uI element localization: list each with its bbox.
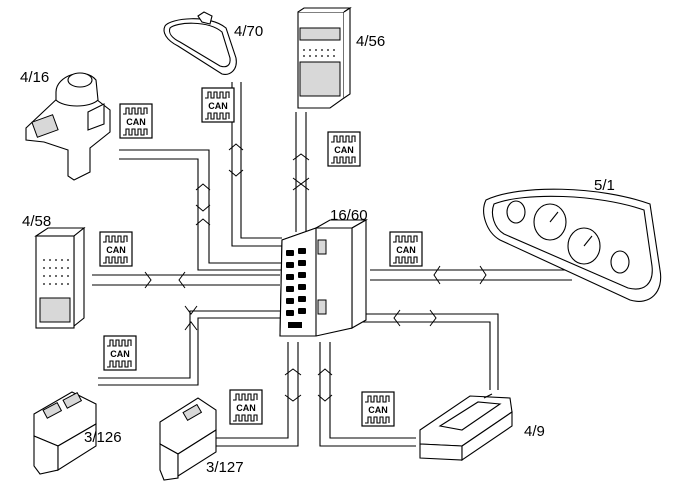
label-4-70: 4/70 bbox=[234, 23, 263, 40]
svg-text:CAN: CAN bbox=[208, 101, 228, 111]
svg-text:CAN: CAN bbox=[368, 405, 388, 415]
can-badge-3-127: CAN bbox=[229, 389, 263, 425]
component-labels: 4/16 4/70 4/56 5/1 16/60 4/58 3/126 3/12… bbox=[20, 23, 615, 476]
can-bus-wires bbox=[92, 82, 572, 447]
label-16-60: 16/60 bbox=[330, 207, 368, 224]
can-badge-4-58: CAN bbox=[99, 231, 133, 267]
control-module-4-58 bbox=[34, 226, 86, 329]
central-module-16-60 bbox=[279, 219, 369, 337]
label-4-56: 4/56 bbox=[356, 33, 385, 50]
rear-view-mirror-4-70 bbox=[163, 11, 237, 75]
label-4-58: 4/58 bbox=[22, 213, 51, 230]
can-badge-4-16: CAN bbox=[119, 103, 153, 139]
can-badge-3-126: CAN bbox=[103, 335, 137, 371]
svg-text:CAN: CAN bbox=[126, 117, 146, 127]
can-badge-4-56: CAN bbox=[327, 131, 361, 167]
bus-direction-arrows bbox=[144, 143, 487, 402]
svg-text:CAN: CAN bbox=[106, 245, 126, 255]
keypad-buttons bbox=[286, 248, 306, 316]
label-4-16: 4/16 bbox=[20, 69, 49, 86]
label-5-1: 5/1 bbox=[594, 177, 615, 194]
window-switch-3-127 bbox=[159, 397, 217, 481]
label-3-126: 3/126 bbox=[84, 429, 122, 446]
svg-text:CAN: CAN bbox=[396, 245, 416, 255]
label-3-127: 3/127 bbox=[206, 459, 244, 476]
instrument-cluster-5-1 bbox=[483, 188, 662, 302]
window-switch-3-126 bbox=[33, 391, 97, 475]
svg-text:CAN: CAN bbox=[110, 349, 130, 359]
can-badge-4-9: CAN bbox=[361, 391, 395, 427]
can-badge-5-1: CAN bbox=[389, 231, 423, 267]
svg-text:CAN: CAN bbox=[334, 145, 354, 155]
svg-text:CAN: CAN bbox=[236, 403, 256, 413]
control-module-4-56 bbox=[297, 6, 352, 109]
control-module-4-9 bbox=[419, 393, 513, 462]
label-4-9: 4/9 bbox=[524, 423, 545, 440]
ignition-switch-4-16 bbox=[25, 72, 111, 181]
can-badge-4-70: CAN bbox=[201, 87, 235, 123]
